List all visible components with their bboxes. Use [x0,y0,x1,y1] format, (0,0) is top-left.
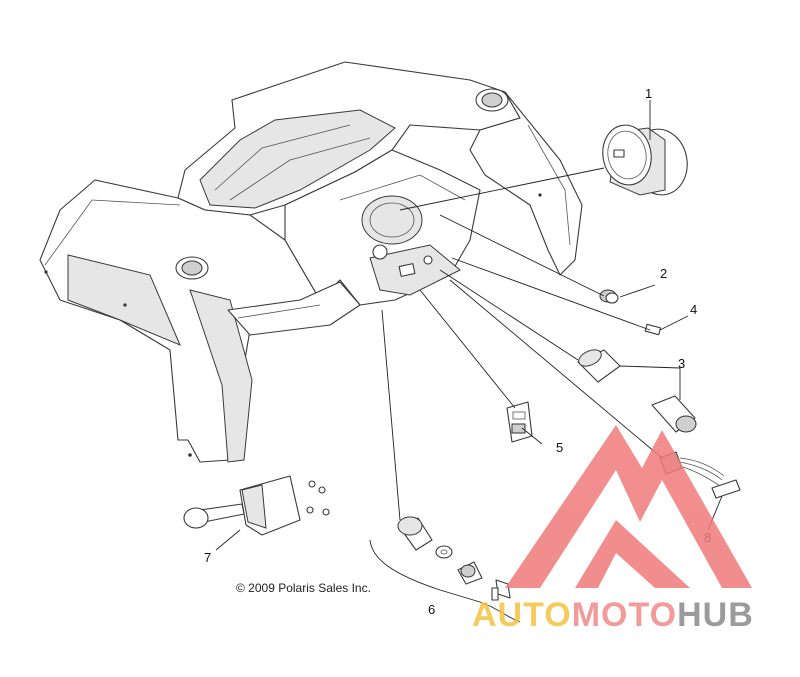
callout-6: 6 [428,602,435,617]
svg-text:AUTOMOTOHUB: AUTOMOTOHUB [472,596,754,634]
part-2-indicator-light [599,289,619,304]
automotohub-watermark: AUTOMOTOHUB [472,425,754,634]
part-4-clip [644,323,662,336]
watermark-auto: AUTO [472,596,572,634]
part-7-headlight-switch [183,475,330,536]
copyright-notice: © 2009 Polaris Sales Inc. [236,581,371,595]
callout-5: 5 [556,440,563,455]
part-6-ignition-switch [397,516,511,601]
callout-1: 1 [645,86,652,101]
part-5-rocker-switch [506,401,533,443]
watermark-logo-mark [505,425,752,588]
watermark-hub: HUB [677,596,754,634]
callout-2: 2 [660,266,667,281]
part-3-power-outlet [577,349,697,433]
part-1-speedometer [602,124,688,196]
watermark-moto: MOTO [572,596,677,634]
callout-3: 3 [678,356,685,371]
callout-7: 7 [204,550,211,565]
leader-lines [215,100,723,623]
front-cab-body [39,61,583,463]
callout-4: 4 [690,302,697,317]
